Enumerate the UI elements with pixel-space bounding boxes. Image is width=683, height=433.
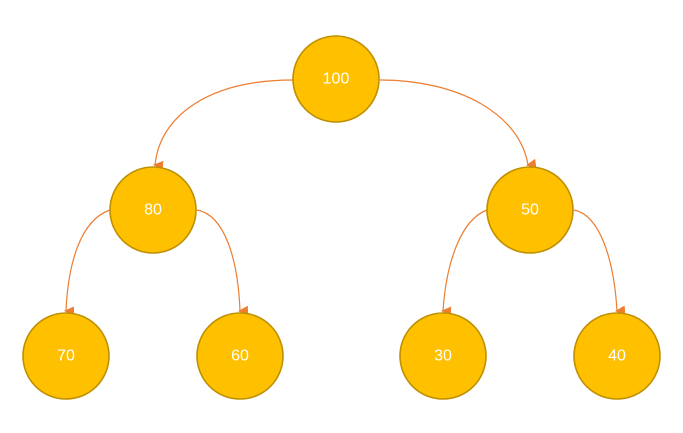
node-label: 60	[231, 348, 249, 365]
node-circle	[486, 166, 574, 254]
edge-n80-n60	[196, 209, 249, 316]
edge-n100-n50	[379, 79, 537, 169]
tree-node-70: 70	[22, 312, 110, 400]
tree-node-80: 80	[109, 166, 197, 254]
tree-node-100: 100	[292, 35, 380, 123]
edge-n100-n80	[153, 79, 294, 171]
node-circle	[22, 312, 110, 400]
tree-node-50: 50	[486, 166, 574, 254]
edge-n50-n40	[573, 209, 626, 316]
node-label: 40	[608, 348, 626, 365]
node-label: 30	[434, 348, 452, 365]
tree-node-30: 30	[399, 312, 487, 400]
edges-layer	[64, 79, 626, 317]
node-label: 80	[144, 202, 162, 219]
edge-n80-n70	[64, 209, 111, 317]
node-label: 70	[57, 348, 75, 365]
node-circle	[399, 312, 487, 400]
node-circle	[573, 312, 661, 400]
node-label: 100	[323, 71, 350, 88]
node-circle	[109, 166, 197, 254]
nodes-layer: 100 80 50 70 60 30 40	[22, 35, 661, 400]
node-label: 50	[521, 202, 539, 219]
node-circle	[196, 312, 284, 400]
tree-node-60: 60	[196, 312, 284, 400]
tree-node-40: 40	[573, 312, 661, 400]
node-circle	[292, 35, 380, 123]
edge-n50-n30	[441, 209, 488, 317]
